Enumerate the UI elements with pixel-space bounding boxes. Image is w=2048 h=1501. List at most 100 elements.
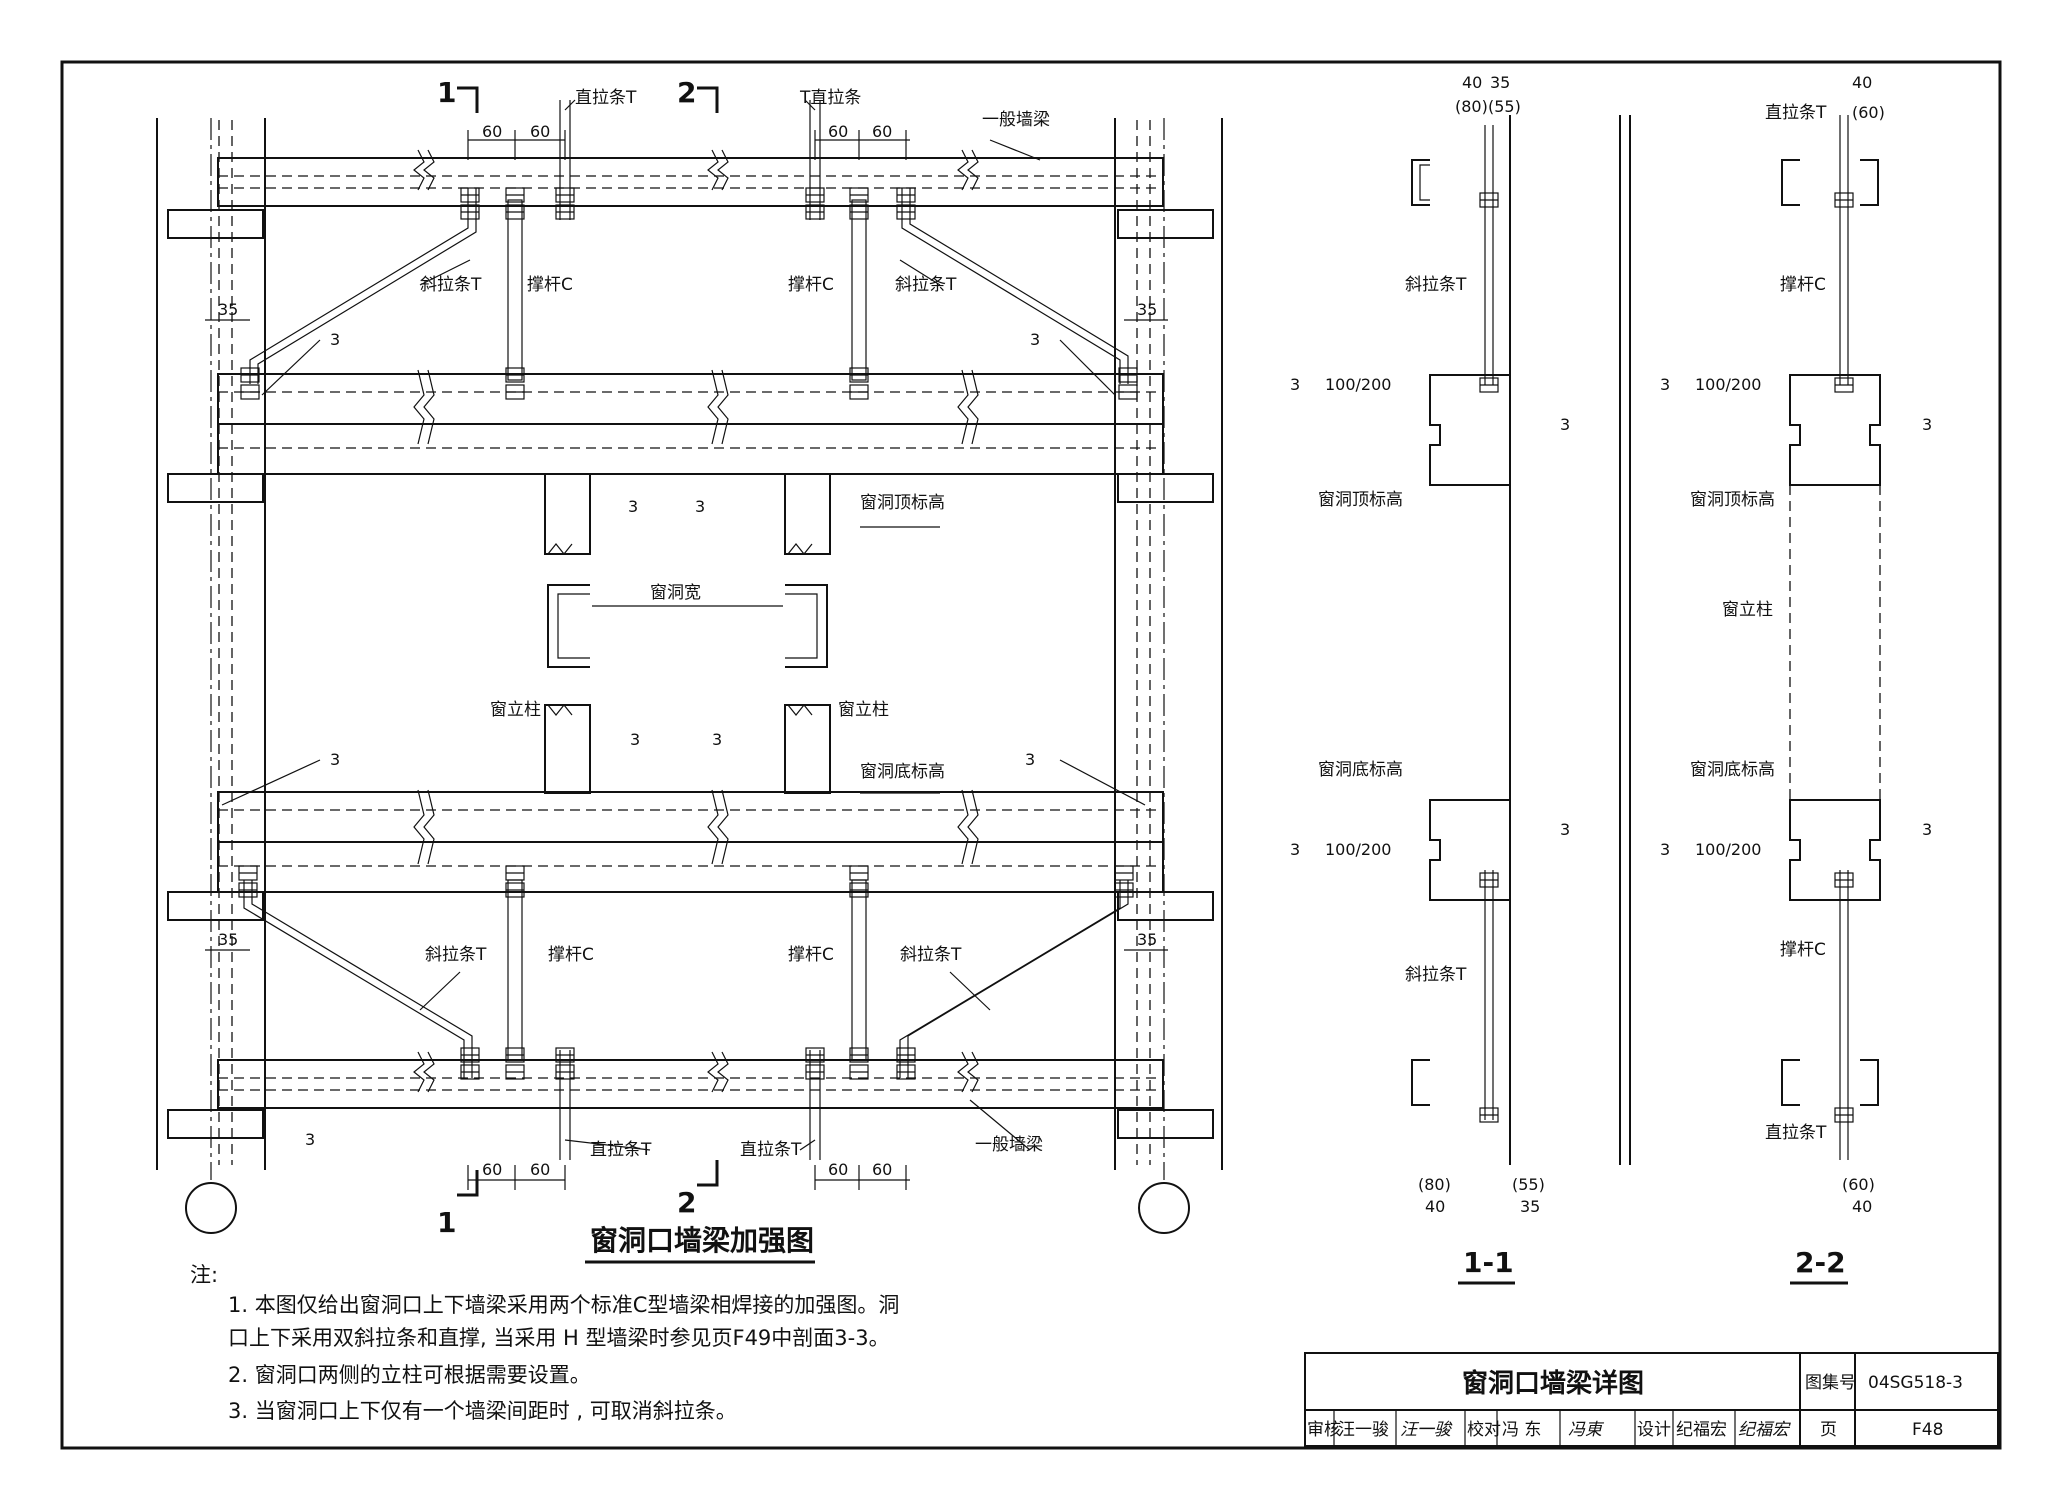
dim-55: (55) bbox=[1512, 1175, 1545, 1194]
section-1-1-title: 1-1 bbox=[1463, 1246, 1514, 1279]
section-mark-2-top: 2 bbox=[677, 76, 696, 109]
weld-size: 3 bbox=[305, 1130, 315, 1149]
note-item: 3. 当窗洞口上下仅有一个墙梁间距时 , 可取消斜拉条。 bbox=[228, 1399, 737, 1423]
note-item: 2. 窗洞口两侧的立柱可根据需要设置。 bbox=[228, 1363, 591, 1387]
title-block: 窗洞口墙梁详图 图集号 04SG518-3 审核 汪一骏 汪一骏 校对 冯 东 … bbox=[1304, 1352, 1999, 1447]
label-strut: 撑杆C bbox=[1780, 275, 1826, 295]
notes-block: 注: 1. 本图仅给出窗洞口上下墙梁采用两个标准C型墙梁相焊接的加强图。洞 口上… bbox=[190, 1263, 899, 1423]
label-diag-tie-top-right: 斜拉条T bbox=[895, 275, 957, 295]
label-strut-top-left: 撑杆C bbox=[527, 275, 573, 295]
atlas-number: 04SG518-3 bbox=[1868, 1373, 1963, 1393]
label-window-bottom: 窗洞底标高 bbox=[1690, 760, 1775, 780]
label-window-post: 窗立柱 bbox=[1722, 600, 1773, 620]
note-item: 口上下采用双斜拉条和直撑, 当采用 H 型墙梁时参见页F49中剖面3-3。 bbox=[228, 1326, 890, 1350]
review-label: 审核 bbox=[1307, 1420, 1341, 1440]
label-window-top: 窗洞顶标高 bbox=[1690, 490, 1775, 510]
designer-signature: 纪福宏 bbox=[1738, 1420, 1791, 1440]
weld-size: 3 bbox=[712, 730, 722, 749]
check-label: 校对 bbox=[1467, 1420, 1501, 1440]
dim-60: 60 bbox=[872, 1160, 892, 1179]
label-spacing: 100/200 bbox=[1695, 375, 1761, 394]
label-diag-tie-bottom-right: 斜拉条T bbox=[900, 945, 962, 965]
page-label: 页 bbox=[1820, 1420, 1837, 1440]
checker-name: 冯 东 bbox=[1502, 1420, 1541, 1440]
nuts bbox=[238, 187, 1138, 1080]
weld-size: 3 bbox=[330, 330, 340, 349]
reviewer-signature: 汪一骏 bbox=[1400, 1420, 1453, 1440]
label-diag-tie-top-left: 斜拉条T bbox=[420, 275, 482, 295]
dims-top bbox=[205, 130, 1168, 1190]
page-number: F48 bbox=[1912, 1420, 1943, 1440]
girt-upper-double bbox=[217, 373, 1164, 475]
section-2-2: 直拉条T 撑杆C 窗洞顶标高 窗立柱 窗洞底标高 撑杆C 直拉条T 100/20… bbox=[1660, 73, 1932, 1285]
dim-60: 60 bbox=[828, 122, 848, 141]
label-straight-tie-bottom-right: 直拉条T bbox=[740, 1140, 802, 1160]
dim-35: 35 bbox=[1137, 300, 1157, 319]
dim-40: 40 bbox=[1462, 73, 1482, 92]
left-column bbox=[156, 118, 266, 1180]
label-strut-top-right: 撑杆C bbox=[788, 275, 834, 295]
tie-rods bbox=[243, 100, 1129, 1160]
axis-bubble-left bbox=[185, 1182, 237, 1234]
sheet-border bbox=[60, 60, 2002, 1450]
label-window-bottom: 窗洞底标高 bbox=[1318, 760, 1403, 780]
label-diag-tie: 斜拉条T bbox=[1405, 965, 1467, 985]
dim-60: (60) bbox=[1842, 1175, 1875, 1194]
label-window-width: 窗洞宽 bbox=[650, 583, 701, 603]
weld-size: 3 bbox=[1560, 415, 1570, 434]
dim-60: (60) bbox=[1852, 103, 1885, 122]
label-window-bottom: 窗洞底标高 bbox=[860, 762, 945, 782]
label-straight-tie-top-left: 直拉条T bbox=[575, 88, 637, 108]
weld-size: 3 bbox=[695, 497, 705, 516]
weld-size: 3 bbox=[1290, 840, 1300, 859]
weld-size: 3 bbox=[1660, 375, 1670, 394]
window-posts bbox=[544, 473, 831, 794]
dim-60: 60 bbox=[530, 1160, 550, 1179]
label-general-girt-bottom: 一般墙梁 bbox=[975, 1135, 1043, 1155]
dim-35: 35 bbox=[1137, 930, 1157, 949]
weld-size: 3 bbox=[1922, 415, 1932, 434]
weld-size: 3 bbox=[330, 750, 340, 769]
checker-signature: 冯東 bbox=[1568, 1420, 1605, 1440]
section-markers bbox=[457, 86, 719, 1197]
section-mark-2-bottom: 2 bbox=[677, 1186, 696, 1219]
girt-lower-double bbox=[217, 791, 1164, 893]
notes-heading: 注: bbox=[190, 1263, 218, 1287]
dim-40: 40 bbox=[1852, 73, 1872, 92]
label-spacing: 100/200 bbox=[1325, 840, 1391, 859]
dim-35: 35 bbox=[1490, 73, 1510, 92]
weld-size: 3 bbox=[1290, 375, 1300, 394]
weld-size: 3 bbox=[1922, 820, 1932, 839]
title-block-title: 窗洞口墙梁详图 bbox=[1462, 1368, 1644, 1399]
section-1-1: 斜拉条T 窗洞顶标高 窗洞底标高 斜拉条T 100/200 100/200 3 … bbox=[1290, 73, 1631, 1285]
label-window-post-right: 窗立柱 bbox=[838, 700, 889, 720]
label-general-girt-top: 一般墙梁 bbox=[982, 110, 1050, 130]
dim-60: 60 bbox=[530, 122, 550, 141]
axis-bubble-right bbox=[1138, 1182, 1190, 1234]
section-mark-1-bottom: 1 bbox=[437, 1206, 456, 1239]
label-spacing: 100/200 bbox=[1695, 840, 1761, 859]
dim-80: (80) bbox=[1418, 1175, 1451, 1194]
main-elevation: 1 2 1 2 直拉条T T直拉条 一般墙梁 斜拉条T 撑杆C 撑杆C 斜拉条T… bbox=[156, 76, 1223, 1264]
dim-35: 35 bbox=[218, 300, 238, 319]
label-straight-tie: 直拉条T bbox=[1765, 1123, 1827, 1143]
dim-40: 40 bbox=[1852, 1197, 1872, 1216]
designer-name: 纪福宏 bbox=[1676, 1420, 1727, 1440]
label-strut-bottom-left: 撑杆C bbox=[548, 945, 594, 965]
note-item: 1. 本图仅给出窗洞口上下墙梁采用两个标准C型墙梁相焊接的加强图。洞 bbox=[228, 1293, 899, 1317]
girt-bottom bbox=[217, 1059, 1164, 1109]
label-diag-tie: 斜拉条T bbox=[1405, 275, 1467, 295]
label-straight-tie: 直拉条T bbox=[1765, 103, 1827, 123]
label-window-top: 窗洞顶标高 bbox=[860, 493, 945, 513]
dim-55: (55) bbox=[1488, 97, 1521, 116]
section-mark-1-top: 1 bbox=[437, 76, 456, 109]
girt-top bbox=[217, 157, 1164, 207]
main-title: 窗洞口墙梁加强图 bbox=[590, 1224, 814, 1257]
reviewer-name: 汪一骏 bbox=[1338, 1420, 1389, 1440]
dim-60: 60 bbox=[828, 1160, 848, 1179]
label-window-post-left: 窗立柱 bbox=[490, 700, 541, 720]
dim-60: 60 bbox=[482, 1160, 502, 1179]
weld-size: 3 bbox=[1025, 750, 1035, 769]
label-strut: 撑杆C bbox=[1780, 940, 1826, 960]
